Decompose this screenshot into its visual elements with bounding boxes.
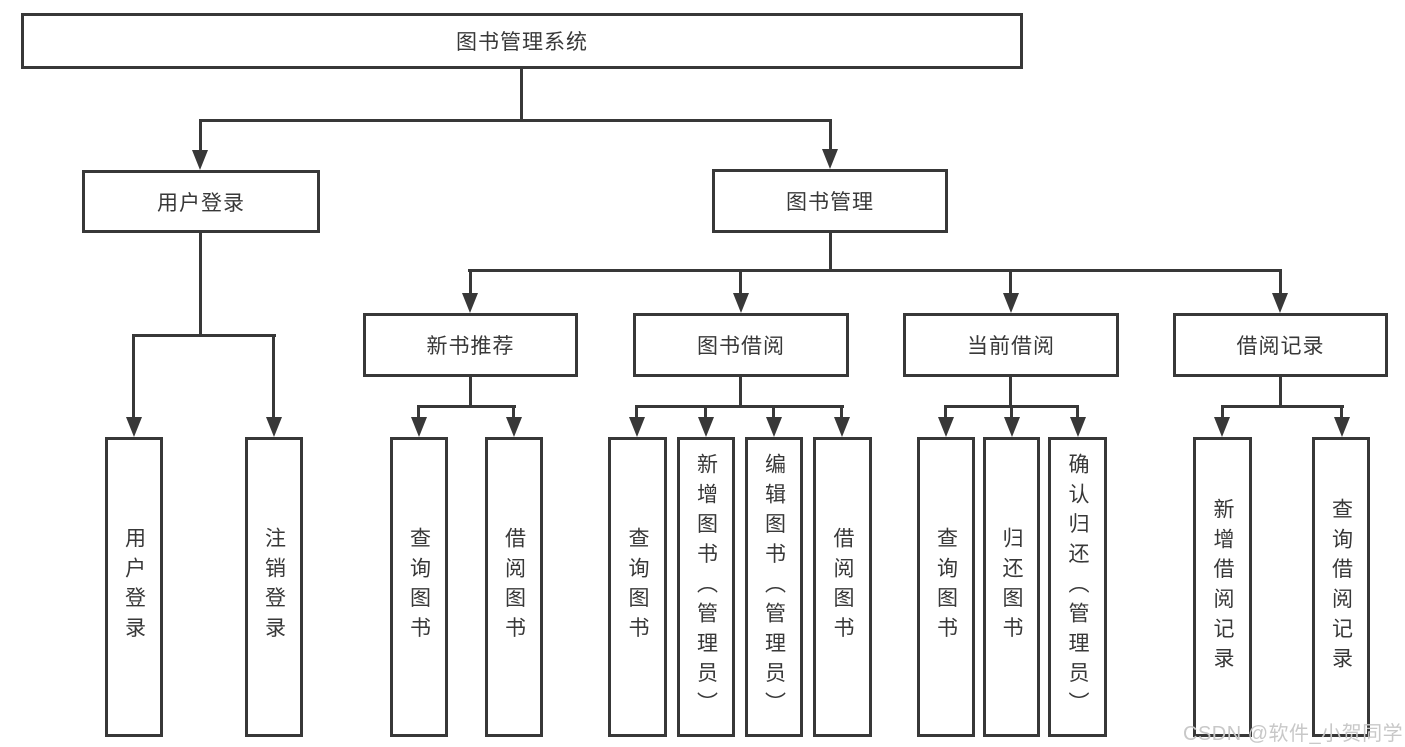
arrow-down-icon [1272, 293, 1288, 313]
leaf-query-books-3: 查询图书 [917, 437, 975, 737]
leaf-label: 新增借阅记录 [1211, 497, 1234, 677]
connector-rail [635, 405, 844, 408]
node-label: 图书管理系统 [456, 31, 588, 54]
leaf-label: 确认归还（管理员） [1066, 452, 1089, 722]
arrow-down-icon [1214, 417, 1230, 437]
arrow-down-icon [766, 417, 782, 437]
leaf-add-books-admin: 新增图书（管理员） [677, 437, 735, 737]
connector-stem [1010, 405, 1013, 419]
connector-stem [272, 334, 275, 419]
leaf-borrow-books-1: 借阅图书 [485, 437, 543, 737]
node-user-login-group: 用户登录 [82, 170, 320, 233]
node-current-borrow: 当前借阅 [903, 313, 1119, 377]
leaf-label: 查询图书 [934, 527, 958, 647]
leaf-label: 用户登录 [122, 527, 146, 647]
connector-stem [739, 377, 742, 407]
connector-root-rail [199, 119, 832, 122]
leaf-label: 借阅图书 [502, 527, 526, 647]
leaf-label: 编辑图书（管理员） [762, 452, 786, 722]
leaf-query-books-2: 查询图书 [608, 437, 667, 737]
connector-stem [829, 119, 832, 152]
arrow-down-icon [938, 417, 954, 437]
leaf-add-borrow-record: 新增借阅记录 [1193, 437, 1252, 737]
node-new-book-recommend: 新书推荐 [363, 313, 578, 377]
connector-stem [199, 233, 202, 336]
leaf-label: 查询图书 [407, 527, 431, 647]
leaf-label: 借阅图书 [831, 527, 854, 647]
connector-stem [417, 405, 420, 419]
leaf-borrow-books-2: 借阅图书 [813, 437, 872, 737]
connector-stem [772, 405, 775, 419]
arrow-down-icon [126, 417, 142, 437]
node-label: 图书借阅 [697, 335, 785, 358]
connector-stem [469, 269, 472, 295]
arrow-down-icon [192, 150, 208, 170]
connector-stem [1279, 377, 1282, 407]
connector-stem [469, 377, 472, 407]
node-book-management: 图书管理 [712, 169, 948, 233]
node-borrow-records: 借阅记录 [1173, 313, 1388, 377]
connector-stem [944, 405, 947, 419]
leaf-confirm-return-admin: 确认归还（管理员） [1048, 437, 1107, 737]
connector-stem [1009, 269, 1012, 295]
connector-stem [1279, 269, 1282, 295]
connector-stem [199, 119, 202, 152]
arrow-down-icon [822, 149, 838, 169]
node-label: 借阅记录 [1236, 335, 1325, 358]
node-label: 新书推荐 [426, 335, 515, 358]
arrow-down-icon [506, 417, 522, 437]
node-label: 当前借阅 [967, 335, 1055, 358]
connector-stem [512, 405, 515, 419]
connector-stem [1076, 405, 1079, 419]
arrow-down-icon [834, 417, 850, 437]
connector-stem [1340, 405, 1343, 419]
arrow-down-icon [462, 293, 478, 313]
connector-stem [1221, 405, 1224, 419]
arrow-down-icon [1003, 293, 1019, 313]
connector-stem [704, 405, 707, 419]
connector-rail [1221, 405, 1344, 408]
connector-stem [739, 269, 742, 295]
leaf-label: 注销登录 [262, 527, 286, 647]
arrow-down-icon [1334, 417, 1350, 437]
leaf-label: 查询图书 [626, 527, 649, 647]
arrow-down-icon [411, 417, 427, 437]
connector-stem [840, 405, 843, 419]
connector-stem [132, 334, 135, 419]
node-library-system: 图书管理系统 [21, 13, 1023, 69]
leaf-label: 新增图书（管理员） [694, 452, 718, 722]
leaf-logout: 注销登录 [245, 437, 303, 737]
arrow-down-icon [733, 293, 749, 313]
leaf-edit-books-admin: 编辑图书（管理员） [745, 437, 803, 737]
arrow-down-icon [629, 417, 645, 437]
leaf-label: 查询借阅记录 [1329, 497, 1353, 677]
connector-stem [829, 233, 832, 271]
leaf-query-borrow-record: 查询借阅记录 [1312, 437, 1370, 737]
arrow-down-icon [266, 417, 282, 437]
leaf-label: 归还图书 [1000, 527, 1023, 647]
node-label: 用户登录 [157, 191, 245, 215]
connector-rail [417, 405, 516, 408]
connector-rail [468, 269, 1282, 272]
arrow-down-icon [1004, 417, 1020, 437]
node-label: 图书管理 [786, 191, 874, 214]
connector-stem [635, 405, 638, 419]
connector-root-stem [520, 69, 523, 121]
leaf-return-books: 归还图书 [983, 437, 1040, 737]
connector-rail [132, 334, 276, 337]
leaf-user-login: 用户登录 [105, 437, 163, 737]
node-book-borrow: 图书借阅 [633, 313, 849, 377]
connector-stem [1009, 377, 1012, 407]
arrow-down-icon [1070, 417, 1086, 437]
leaf-query-books-1: 查询图书 [390, 437, 448, 737]
csdn-watermark: CSDN @软件_小贺同学 [1183, 723, 1404, 745]
arrow-down-icon [698, 417, 714, 437]
